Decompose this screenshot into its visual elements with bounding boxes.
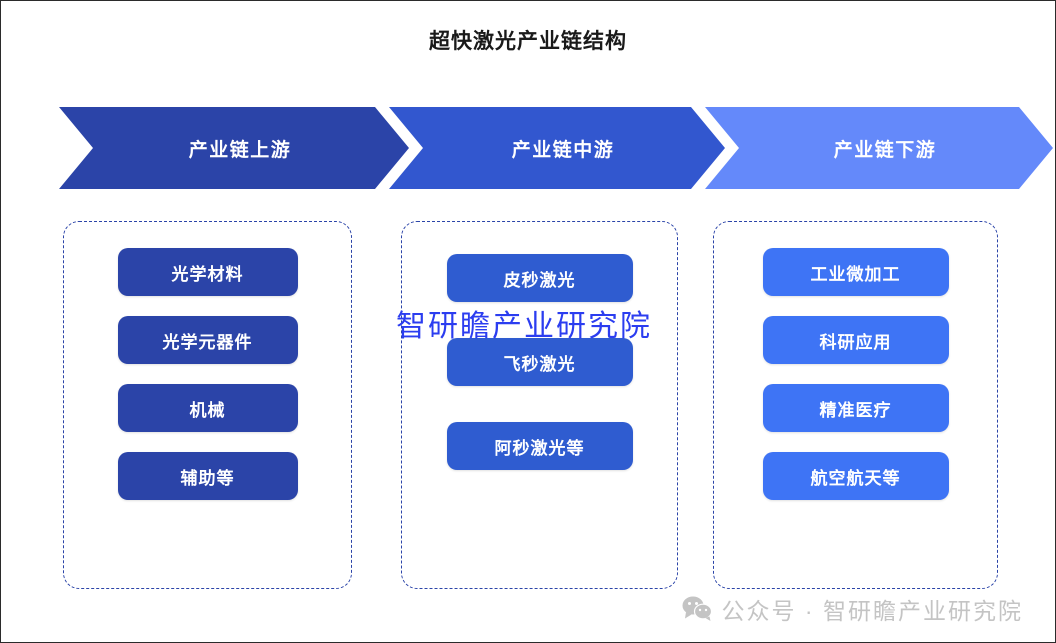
footer-watermark-text: 公众号 · 智研瞻产业研究院 xyxy=(721,598,1023,624)
list-item: 光学材料 xyxy=(117,248,298,296)
chevron-upstream: 产业链上游 xyxy=(59,107,409,189)
list-item: 阿秒激光等 xyxy=(446,422,633,470)
list-item: 飞秒激光 xyxy=(446,338,633,386)
list-item: 航空航天等 xyxy=(762,452,949,500)
stage-columns: 光学材料 光学元器件 机械 辅助等 皮秒激光 飞秒激光 阿秒激光等 工业微加工 … xyxy=(63,221,998,589)
list-item: 光学元器件 xyxy=(117,316,298,364)
list-item: 皮秒激光 xyxy=(446,254,633,302)
list-item: 辅助等 xyxy=(117,452,298,500)
list-item: 机械 xyxy=(117,384,298,432)
stage-chevron-row: 产业链上游 产业链中游 产业链下游 xyxy=(59,107,999,189)
chevron-midstream: 产业链中游 xyxy=(389,107,725,189)
column-midstream: 皮秒激光 飞秒激光 阿秒激光等 xyxy=(401,221,678,589)
chevron-upstream-label: 产业链上游 xyxy=(188,139,292,161)
chevron-downstream: 产业链下游 xyxy=(705,107,1053,189)
wechat-icon xyxy=(682,596,712,622)
page-title: 超快激光产业链结构 xyxy=(429,30,627,53)
chevron-midstream-label: 产业链中游 xyxy=(511,139,615,161)
chevron-downstream-label: 产业链下游 xyxy=(833,139,937,161)
list-item: 精准医疗 xyxy=(762,384,949,432)
list-item: 工业微加工 xyxy=(762,248,949,296)
footer-watermark: 公众号 · 智研瞻产业研究院 xyxy=(682,592,1023,626)
column-upstream: 光学材料 光学元器件 机械 辅助等 xyxy=(63,221,352,589)
list-item: 科研应用 xyxy=(762,316,949,364)
column-downstream: 工业微加工 科研应用 精准医疗 航空航天等 xyxy=(713,221,998,589)
